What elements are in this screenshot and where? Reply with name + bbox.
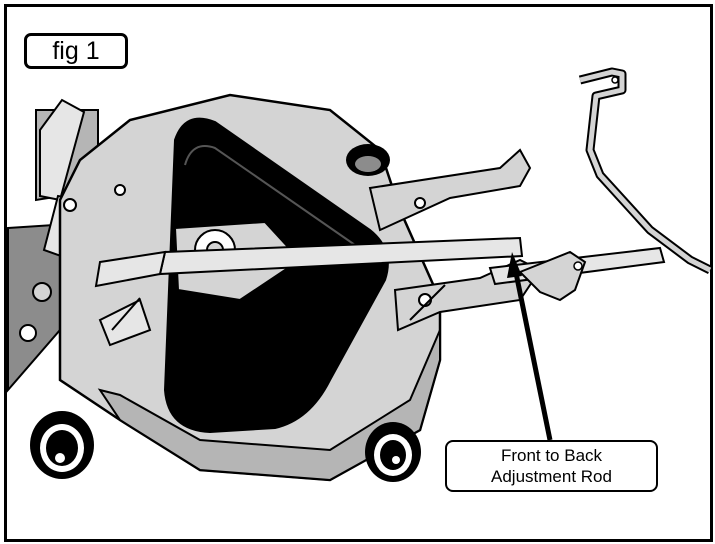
callout-line-1: Front to Back [500,446,603,465]
deck-skirt [97,329,441,482]
left-clip-pin [111,297,141,331]
left-lift-arm [39,98,86,202]
left-nut-1 [32,282,52,302]
figure-frame [4,4,713,542]
wheel-right-front [365,422,421,482]
left-nut-2 [19,324,37,342]
upper-bolt [414,197,426,209]
wheel-rear [346,144,390,176]
adjustment-rod-left-end [94,250,167,288]
hook-bolt [573,261,583,271]
draft-rod-inner [579,69,712,273]
belt-cover-highlight [184,145,356,246]
left-clip-bracket [98,298,152,347]
right-upper-bracket [368,148,532,232]
lower-clip-pin [409,284,446,321]
figure-label: fig 1 [24,33,128,69]
draft-rod-hole [611,76,619,84]
callout-line-2: Adjustment Rod [491,467,612,486]
left-bolt-2 [114,184,126,196]
callout-leader [512,267,553,441]
wheel-left-front [30,411,94,479]
callout-box: Front to Back Adjustment Rod [445,440,658,492]
left-bolt-1 [63,198,77,212]
right-hook-bracket [518,250,587,302]
callout-arrowhead [507,252,522,278]
